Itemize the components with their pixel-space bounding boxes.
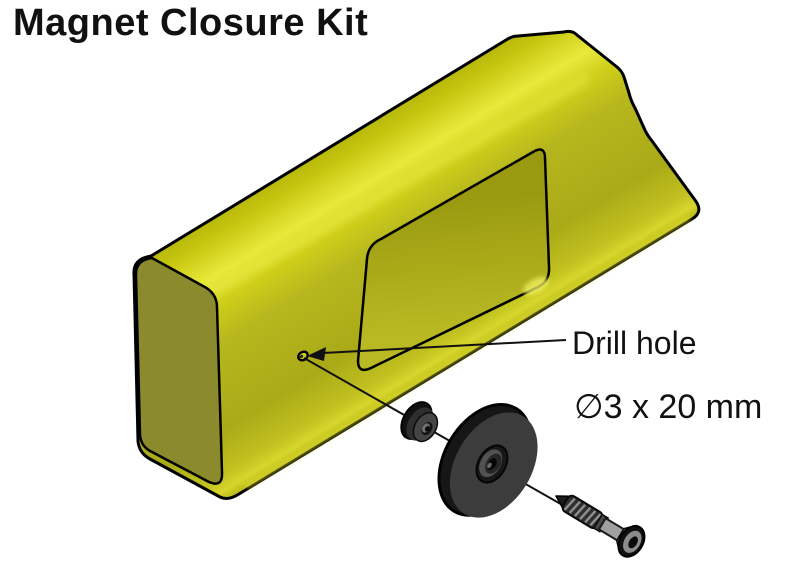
- magnet-hole-glint: [487, 462, 492, 469]
- screw-head-drive: [628, 536, 638, 549]
- screw-thread-ridges: [563, 497, 602, 527]
- drill-hole-callout: [307, 339, 567, 361]
- drill-hole-label: Drill hole: [572, 325, 696, 361]
- closure-bracket: [132, 29, 701, 500]
- drill-size-label: ∅3 x 20 mm: [574, 388, 762, 426]
- small-washer-hole: [425, 426, 430, 432]
- page-title: Magnet Closure Kit: [13, 2, 369, 44]
- bottom-edge-highlight: [245, 216, 691, 489]
- leader-line: [322, 339, 567, 354]
- countersunk-screw: [555, 494, 646, 558]
- shoulder-highlight: [200, 75, 590, 301]
- pocket-corner-highlight: [523, 276, 549, 296]
- small-washer: [400, 401, 439, 443]
- leader-arrowhead: [307, 347, 326, 361]
- magnet-disc: [437, 402, 538, 518]
- end-cap-face: [134, 256, 224, 485]
